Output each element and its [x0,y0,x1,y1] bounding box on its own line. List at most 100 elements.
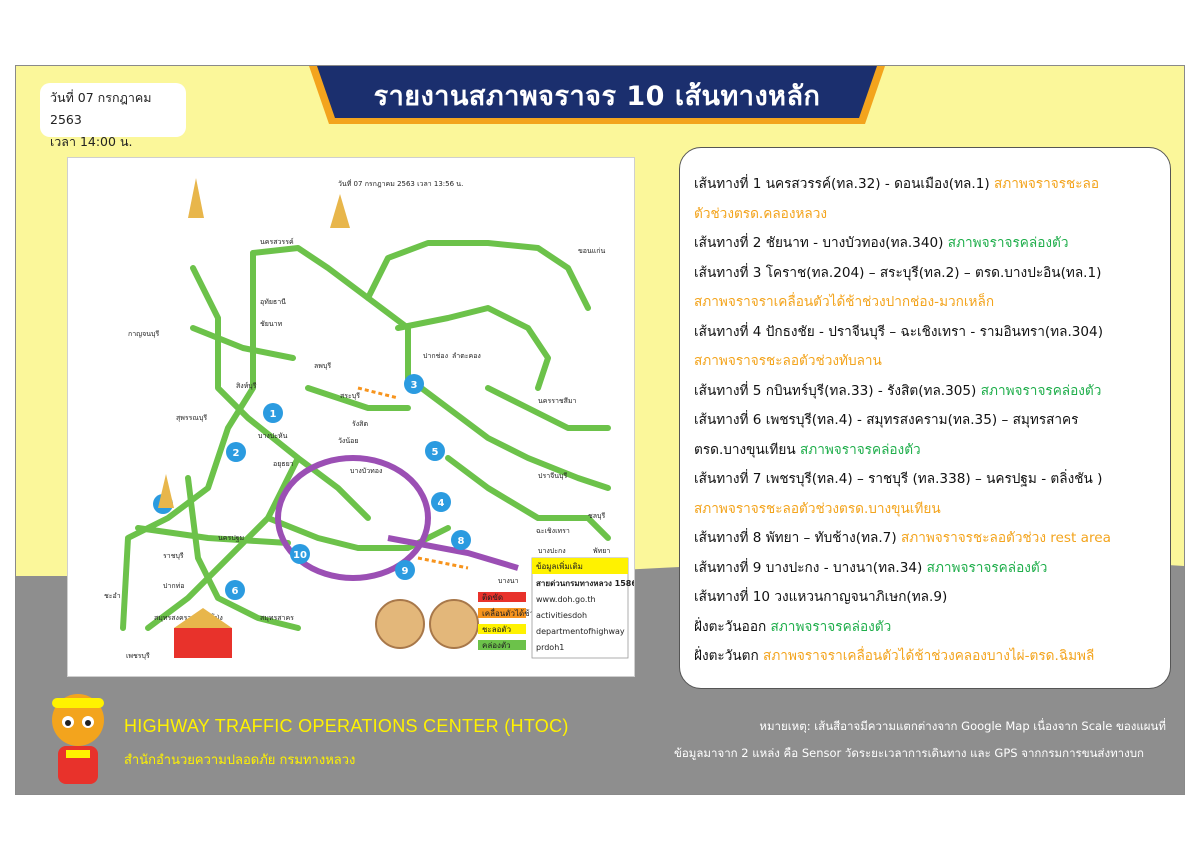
svg-text:10: 10 [293,550,307,561]
svg-text:ลำตะคอง: ลำตะคอง [452,352,481,360]
map-legend: ติดขัด เคลื่อนตัวได้ช้า ชะลอตัว คล่องตัว [478,592,534,650]
route-status-line: ฝั่งตะวันออก สภาพจราจรคล่องตัว [694,613,1160,643]
route-status-line: เส้นทางที่ 10 วงแหวนกาญจนาภิเษก(ทล.9) [694,583,1160,613]
svg-text:บางปะกง: บางปะกง [538,547,566,555]
svg-text:บางปะหัน: บางปะหัน [258,432,288,440]
svg-text:นครปฐม: นครปฐม [218,534,244,542]
route-status-line: เส้นทางที่ 9 บางปะกง - บางนา(ทล.34) สภาพ… [694,554,1160,584]
svg-text:6: 6 [232,586,239,597]
route-description: เส้นทางที่ 7 เพชรบุรี(ทล.4) – ราชบุรี (ท… [694,471,1103,487]
svg-text:ฉะเชิงเทรา: ฉะเชิงเทรา [536,527,570,535]
svg-text:departmentofhighway: departmentofhighway [536,627,625,636]
route-status-line: เส้นทางที่ 1 นครสวรรค์(ทล.32) - ดอนเมือง… [694,170,1160,200]
route-status-line: สภาพจราจราเคลื่อนตัวได้ช้าช่วงปากช่อง-มว… [694,288,1160,318]
route-description: เส้นทางที่ 6 เพชรบุรี(ทล.4) - สมุทรสงครา… [694,412,1079,428]
route-status: สภาพจราจรชะลอตัวช่วง rest area [900,530,1111,546]
svg-text:นครราชสีมา: นครราชสีมา [538,397,577,405]
svg-text:ชะอำ: ชะอำ [104,592,121,600]
svg-text:สมุทรสงคราม: สมุทรสงคราม [154,614,196,622]
route-status-line: เส้นทางที่ 2 ชัยนาท - บางบัวทอง(ทล.340) … [694,229,1160,259]
route-status: สภาพจราจรคล่องตัว [770,618,892,635]
org-name-en: HIGHWAY TRAFFIC OPERATIONS CENTER (HTOC) [124,716,569,736]
footnote-line-1: หมายเหตุ: เส้นสีอาจมีความแตกต่างจาก Goog… [759,719,1166,733]
road-network [120,240,611,631]
route-status-line: สภาพจราจรชะลอตัวช่วงตรด.บางขุนเทียน [694,495,1160,525]
svg-text:ชลบุรี: ชลบุรี [588,512,605,520]
ring-road [275,455,519,581]
map-canvas: วันที่ 07 กรกฎาคม 2563 เวลา 13:56 น. [104,178,634,660]
route-status: สภาพจราจรชะลอตัวช่วงทับลาน [694,353,882,369]
report-frame: รายงานสภาพจราจร 10 เส้นทางหลัก วันที่ 07… [15,65,1185,795]
info-box: ข้อมูลเพิ่มเติม สายด่วนกรมทางหลวง 1586 w… [531,557,634,659]
svg-text:1: 1 [270,409,277,420]
svg-text:วังน้อย: วังน้อย [338,437,358,445]
svg-text:4: 4 [438,498,445,509]
svg-text:ชัยนาท: ชัยนาท [260,320,283,328]
traffic-map[interactable]: วันที่ 07 กรกฎาคม 2563 เวลา 13:56 น. [67,157,635,677]
route-status-line: ตรด.บางขุนเทียน สภาพจราจรคล่องตัว [694,436,1160,466]
svg-text:เพชรบุรี: เพชรบุรี [126,652,150,660]
svg-text:อุทัยธานี: อุทัยธานี [260,298,286,306]
svg-text:ติดขัด: ติดขัด [482,593,503,602]
svg-text:เคลื่อนตัวได้ช้า: เคลื่อนตัวได้ช้า [482,607,534,618]
route-status: สภาพจราจรชะลอ [993,176,1100,192]
route-markers: 1 2 3 4 5 6 7 8 9 10 [153,374,471,600]
title-banner [309,66,885,124]
route-status: ตัวช่วงตรด.คลองหลวง [694,205,828,222]
route-status-panel: เส้นทางที่ 1 นครสวรรค์(ทล.32) - ดอนเมือง… [679,147,1171,689]
svg-text:5: 5 [432,447,439,458]
route-status-line: เส้นทางที่ 6 เพชรบุรี(ทล.4) - สมุทรสงครา… [694,406,1160,436]
svg-text:www.doh.go.th: www.doh.go.th [536,595,596,604]
svg-text:อยุธยา: อยุธยา [273,460,294,468]
org-name-th: สำนักอำนวยความปลอดภัย กรมทางหลวง [124,753,356,768]
route-status: สภาพจราจรคล่องตัว [980,382,1102,399]
route-status-line: เส้นทางที่ 5 กบินทร์บุรี(ทล.33) - รังสิต… [694,377,1160,407]
legend-swatch-slow [478,608,526,618]
route-status-line: เส้นทางที่ 4 ปักธงชัย - ปราจีนบุรี – ฉะเ… [694,318,1160,348]
svg-text:ขอนแก่น: ขอนแก่น [578,247,606,255]
route-description: เส้นทางที่ 1 นครสวรรค์(ทล.32) - ดอนเมือง… [694,176,994,192]
legend-swatch-fluid [478,640,526,650]
legend-swatch-moderate [478,624,526,634]
page-title: รายงานสภาพจราจร 10 เส้นทางหลัก [373,80,821,112]
svg-text:2: 2 [233,448,240,459]
svg-text:สุพรรณบุรี: สุพรรณบุรี [176,414,207,422]
svg-text:activitiesdoh: activitiesdoh [536,611,587,620]
route-description: ตรด.บางขุนเทียน [694,441,800,458]
route-description: เส้นทางที่ 4 ปักธงชัย - ปราจีนบุรี – ฉะเ… [694,323,1104,340]
svg-text:ราชบุรี: ราชบุรี [163,552,184,560]
route-status-line: ฝั่งตะวันตก สภาพจราจราเคลื่อนตัวได้ช้าช่… [694,642,1160,672]
coin-emblems [375,599,479,649]
legend-swatch-jam [478,592,526,602]
report-date: วันที่ 07 กรกฎาคม 2563 [50,90,152,127]
svg-text:รังสิต: รังสิต [352,420,368,428]
svg-text:คล่องตัว: คล่องตัว [482,641,511,650]
date-box: วันที่ 07 กรกฎาคม 2563 เวลา 14:00 น. [40,83,186,149]
route-status-line: เส้นทางที่ 8 พัทยา – ทับช้าง(ทล.7) สภาพจ… [694,524,1160,554]
route-status-line: ตัวช่วงตรด.คลองหลวง [694,200,1160,230]
route-status: สภาพจราจรคล่องตัว [926,559,1048,576]
map-timestamp: วันที่ 07 กรกฎาคม 2563 เวลา 13:56 น. [338,179,463,188]
route-description: ฝั่งตะวันออก [694,618,771,635]
route-description: เส้นทางที่ 10 วงแหวนกาญจนาภิเษก(ทล.9) [694,589,948,605]
svg-text:บางนา: บางนา [498,577,519,585]
route-status: สภาพจราจรชะลอตัวช่วงตรด.บางขุนเทียน [694,500,941,517]
route-description: เส้นทางที่ 5 กบินทร์บุรี(ทล.33) - รังสิต… [694,382,981,399]
svg-text:กาญจนบุรี: กาญจนบุรี [128,330,159,338]
route-description: เส้นทางที่ 2 ชัยนาท - บางบัวทอง(ทล.340) [694,235,948,251]
route-status: สภาพจราจราเคลื่อนตัวได้ช้าช่วงคลองบางไผ่… [763,648,1095,664]
route-status: สภาพจราจราเคลื่อนตัวได้ช้าช่วงปากช่อง-มว… [694,294,995,310]
route-status-line: เส้นทางที่ 7 เพชรบุรี(ทล.4) – ราชบุรี (ท… [694,465,1160,495]
route-description: เส้นทางที่ 3 โคราช(ทล.204) – สระบุรี(ทล.… [694,264,1102,281]
svg-text:สระบุรี: สระบุรี [340,392,360,400]
svg-text:prdoh1: prdoh1 [536,643,564,652]
svg-text:ปราจีนบุรี: ปราจีนบุรี [538,472,567,480]
svg-text:3: 3 [411,380,418,391]
temple-decoration [158,178,350,658]
svg-text:ปากท่อ: ปากท่อ [163,582,184,590]
route-status: สภาพจราจรคล่องตัว [799,441,921,458]
route-description: ฝั่งตะวันตก [694,648,764,664]
svg-text:ข้อมูลเพิ่มเติม: ข้อมูลเพิ่มเติม [536,560,583,572]
svg-text:9: 9 [402,566,409,577]
routes-list: เส้นทางที่ 1 นครสวรรค์(ทล.32) - ดอนเมือง… [694,170,1160,672]
